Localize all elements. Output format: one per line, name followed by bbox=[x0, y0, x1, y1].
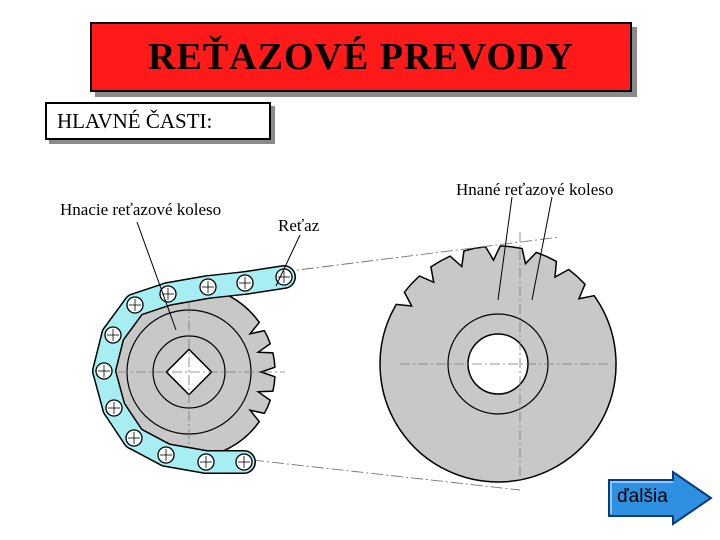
page-title: REŤAZOVÉ PREVODY bbox=[148, 36, 574, 78]
driven-sprocket bbox=[379, 232, 617, 483]
next-button[interactable]: ďalšia bbox=[605, 470, 715, 526]
subtitle: HLAVNÉ ČASTI: bbox=[57, 108, 213, 133]
leader-driving bbox=[136, 221, 177, 331]
label-chain: Reťaz bbox=[278, 216, 320, 235]
label-driven-sprocket: Hnané reťazové koleso bbox=[456, 180, 614, 199]
title-banner: REŤAZOVÉ PREVODY bbox=[90, 22, 632, 92]
chain-path-bottom bbox=[251, 459, 521, 491]
label-driving-sprocket: Hnacie reťazové koleso bbox=[60, 200, 222, 219]
next-arrow-icon bbox=[608, 470, 713, 526]
leader-driven-2 bbox=[497, 196, 513, 301]
chain bbox=[92, 265, 296, 474]
chain-path-top bbox=[281, 236, 561, 273]
driving-sprocket bbox=[100, 285, 285, 460]
subtitle-box: HLAVNÉ ČASTI: bbox=[45, 102, 271, 140]
next-button-label: ďalšia bbox=[617, 486, 668, 507]
leader-driven-1 bbox=[531, 196, 553, 301]
leader-chain bbox=[275, 234, 301, 287]
